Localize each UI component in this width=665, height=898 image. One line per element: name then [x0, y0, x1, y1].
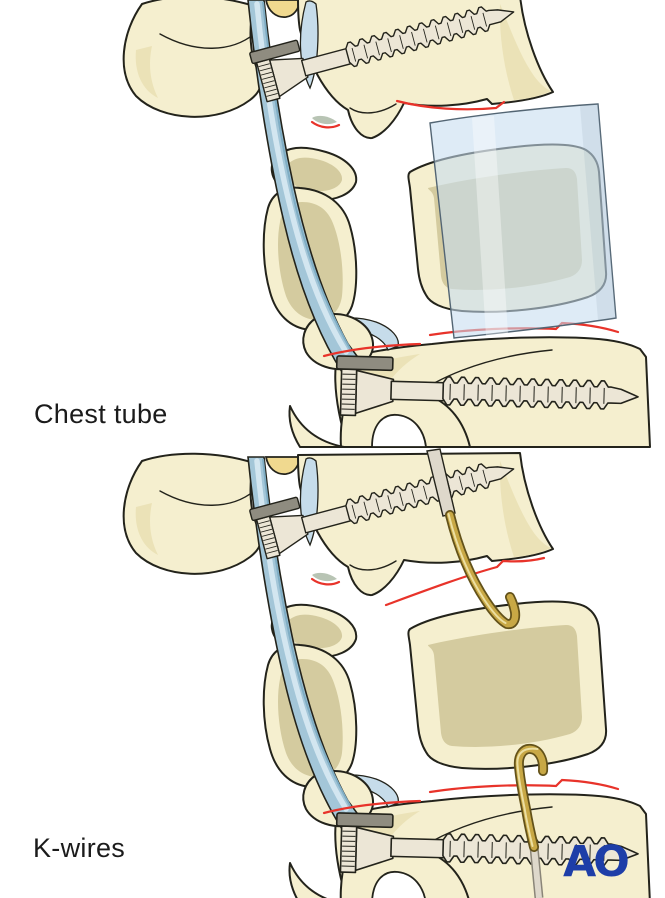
k-wire-upper — [445, 510, 521, 630]
ao-logo-text: AO — [563, 837, 628, 887]
fracture-line-upper — [395, 99, 506, 111]
chest-tube-overlay — [429, 103, 617, 339]
k-wire-lower — [513, 743, 549, 898]
ao-logo: AO — [563, 837, 631, 887]
k-wires-illustration — [124, 441, 650, 898]
fracture-line-upper — [384, 556, 546, 607]
panel-label-chest-tube: Chest tube — [34, 399, 168, 429]
k-wire-sleeve — [426, 448, 456, 517]
panel-label-k-wires: K-wires — [33, 833, 126, 863]
chest-tube-illustration — [124, 0, 650, 447]
